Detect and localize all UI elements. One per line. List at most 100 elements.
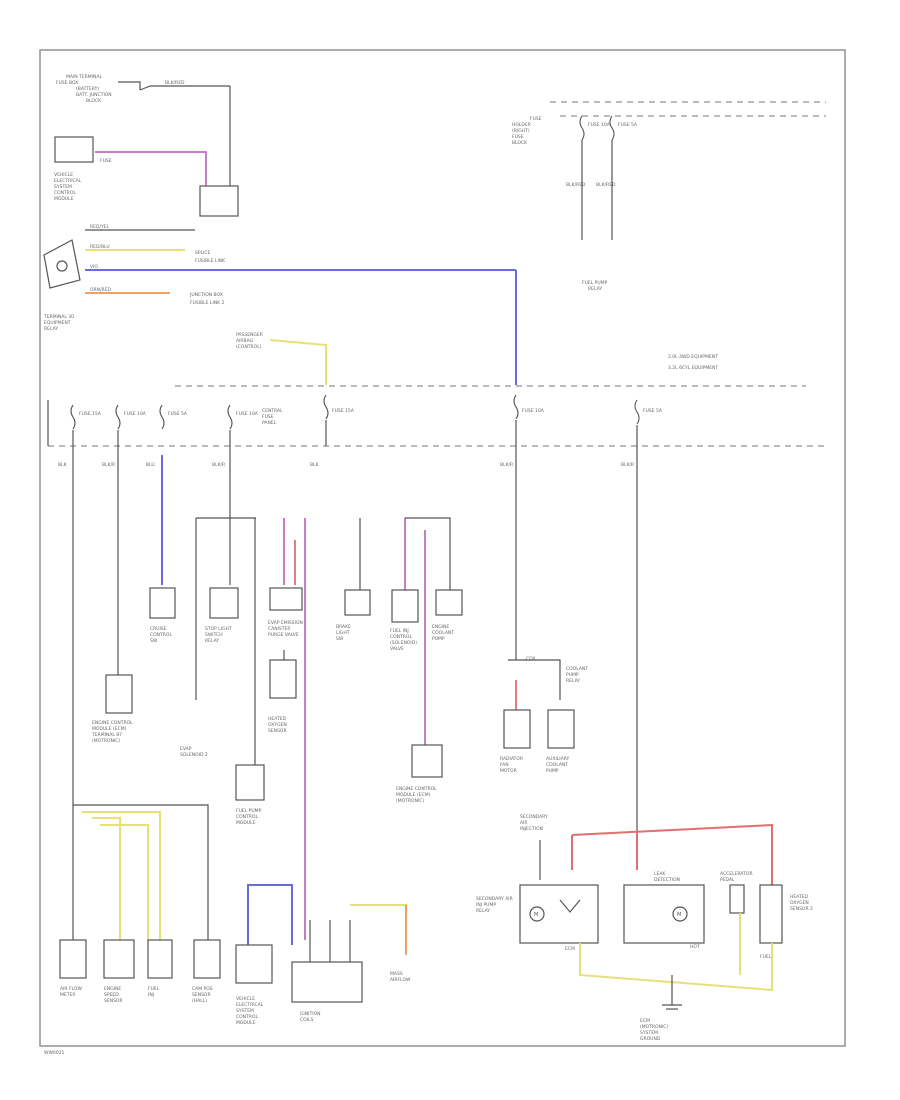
bus-label-1: CENTRAL: [262, 408, 283, 414]
svg-text:M: M: [677, 912, 681, 918]
fuse-holder-label-4: FUSE: [512, 134, 524, 140]
top-left-section: MAIN TERMINAL FUSE BOX (BATTERY) BATT. J…: [43, 74, 517, 385]
svg-text:(MOTRONIC): (MOTRONIC): [396, 798, 424, 804]
svg-text:CONTROL: CONTROL: [236, 814, 258, 820]
svg-text:INJECTION: INJECTION: [520, 826, 543, 832]
secondary-air-motor: [529, 906, 545, 922]
splice-label-1: SPLICE: [195, 250, 211, 256]
svg-text:VALVE: VALVE: [390, 646, 404, 652]
svg-text:SECONDARY AIR: SECONDARY AIR: [476, 896, 513, 902]
svg-text:SENSOR 2: SENSOR 2: [790, 906, 813, 912]
svg-text:COOLANT: COOLANT: [566, 666, 588, 672]
tr-fuse-label-2: FUSE 5A: [618, 122, 638, 128]
airbag-label-2: AIRBAG: [236, 338, 254, 344]
splice-label-4: FUSIBLE LINK 2: [190, 300, 225, 306]
battery-box: [54, 136, 94, 163]
ign-wire-1: RED/YEL: [90, 224, 110, 230]
svg-text:FUSE 5A: FUSE 5A: [643, 408, 663, 414]
bus-label-2: FUSE: [262, 414, 274, 420]
svg-text:ENGINE CONTROL: ENGINE CONTROL: [396, 786, 437, 792]
svg-text:FUSE 10A: FUSE 10A: [124, 411, 147, 417]
svg-text:OXYGEN: OXYGEN: [790, 900, 809, 906]
ecm-terminal-87: [105, 674, 133, 714]
svg-text:FUSE 15A: FUSE 15A: [79, 411, 102, 417]
svg-text:INJ PUMP: INJ PUMP: [476, 902, 496, 908]
svg-text:PURGE VALVE: PURGE VALVE: [268, 632, 299, 638]
svg-text:INJ: INJ: [148, 992, 154, 998]
svg-text:CONTROL: CONTROL: [236, 1014, 258, 1020]
svg-text:FUEL: FUEL: [760, 954, 772, 960]
evap-purge-valve: [269, 587, 303, 611]
ign-wire-3: VIO: [90, 264, 98, 270]
tr-wire-label-1: BLK/RED: [566, 182, 586, 188]
lower-right-section: SECONDARY AIR INJECTION M SECONDARY AIR …: [476, 814, 813, 1042]
svg-text:SENSOR: SENSOR: [268, 728, 287, 734]
fuse-holder-label-1: FUSE: [530, 116, 542, 122]
svg-text:ENGINE: ENGINE: [432, 624, 449, 630]
lower-left-section: AIR FLOW METER ENGINE SPEED SENSOR FUEL …: [59, 804, 411, 1026]
svg-text:CAM POS: CAM POS: [192, 986, 213, 992]
main-fuse-label-1: MAIN TERMINAL: [66, 74, 102, 80]
svg-text:BRAKE: BRAKE: [336, 624, 351, 630]
battery-ecm-label-2: ELECTRICAL: [54, 178, 82, 184]
svg-text:FUSE 10A: FUSE 10A: [522, 408, 545, 414]
engine-coolant-pump: [435, 589, 463, 616]
fuse-holder-label-2: HOLDER: [512, 122, 531, 128]
fuse-tr-1: [579, 115, 585, 141]
drop-wires: [72, 420, 638, 940]
svg-text:FUEL PUMP: FUEL PUMP: [236, 808, 262, 814]
battery-ecm-label-5: MODULE: [54, 196, 74, 202]
svg-text:PUMP: PUMP: [546, 768, 559, 774]
svg-text:ECM: ECM: [565, 946, 575, 952]
diagram-frame: [39, 49, 846, 1047]
ignition-label-2: EQUIPMENT: [44, 320, 71, 326]
svg-text:MODULE (ECM): MODULE (ECM): [396, 792, 431, 798]
svg-text:PEDAL: PEDAL: [720, 877, 735, 883]
fuse-1: FUSE 15A: [70, 404, 102, 430]
svg-text:EVAP EMISSION: EVAP EMISSION: [268, 620, 303, 626]
relay-box-top: [199, 185, 239, 217]
svg-text:ACCELERATOR: ACCELERATOR: [720, 871, 753, 877]
wire-tag-7: BLK/R: [621, 462, 634, 468]
svg-text:FUSE 10A: FUSE 10A: [236, 411, 259, 417]
svg-text:SYSTEM: SYSTEM: [236, 1008, 254, 1014]
main-fuse-label-4: BATT. JUNCTION: [76, 92, 112, 98]
airbag-label-1: PASSENGER: [236, 332, 263, 338]
svg-text:ECM: ECM: [640, 1018, 650, 1024]
svg-text:SW: SW: [336, 636, 344, 642]
svg-text:(MOTRONIC): (MOTRONIC): [640, 1024, 668, 1030]
fuse-6: FUSE 10A: [513, 394, 545, 420]
fuse-tr-2: [609, 115, 615, 141]
svg-text:(MOTRONIC): (MOTRONIC): [92, 738, 120, 744]
tr-fuse-label-1: FUSE 10A: [588, 122, 611, 128]
svg-text:METER: METER: [60, 992, 75, 998]
svg-text:IGNITION: IGNITION: [300, 1011, 321, 1017]
cruise-control-switch: [149, 587, 176, 619]
svg-text:FUEL: FUEL: [148, 986, 160, 992]
svg-text:STOP LIGHT: STOP LIGHT: [205, 626, 232, 632]
component-row-2: ENGINE CONTROL MODULE (ECM) TERMINAL 87 …: [91, 656, 588, 826]
fuse-label-top: FUSE: [100, 158, 112, 164]
svg-text:COIL: COIL: [526, 656, 537, 662]
fuse-3: FUSE 5A: [159, 404, 188, 430]
svg-text:DETECTION: DETECTION: [654, 877, 680, 883]
wire-tag-1: BLK: [58, 462, 68, 468]
svg-text:OXYGEN: OXYGEN: [268, 722, 287, 728]
bus-label-3: PANEL: [262, 420, 277, 426]
svg-text:HOT: HOT: [690, 944, 700, 950]
svg-text:RELAY: RELAY: [566, 678, 580, 684]
battery-ecm-label-1: VEHICLE: [54, 172, 73, 178]
svg-text:PUMP: PUMP: [566, 672, 579, 678]
splice-label-2: FUSIBLE LINK: [195, 258, 226, 264]
svg-text:AIRFLOW: AIRFLOW: [390, 977, 411, 983]
svg-text:COILS: COILS: [300, 1017, 314, 1023]
leak-detection-motor: [672, 906, 688, 922]
brake-light-switch: [344, 589, 371, 616]
svg-text:FUSE 15A: FUSE 15A: [332, 408, 355, 414]
svg-text:AUXILIARY: AUXILIARY: [546, 756, 570, 762]
svg-text:COOLANT: COOLANT: [432, 630, 454, 636]
svg-text:RADIATOR: RADIATOR: [500, 756, 523, 762]
legend-1: 2.0L 4WD EQUIPMENT: [668, 354, 718, 360]
svg-text:ENGINE: ENGINE: [104, 986, 121, 992]
wire-tag-5: BLK: [310, 462, 320, 468]
